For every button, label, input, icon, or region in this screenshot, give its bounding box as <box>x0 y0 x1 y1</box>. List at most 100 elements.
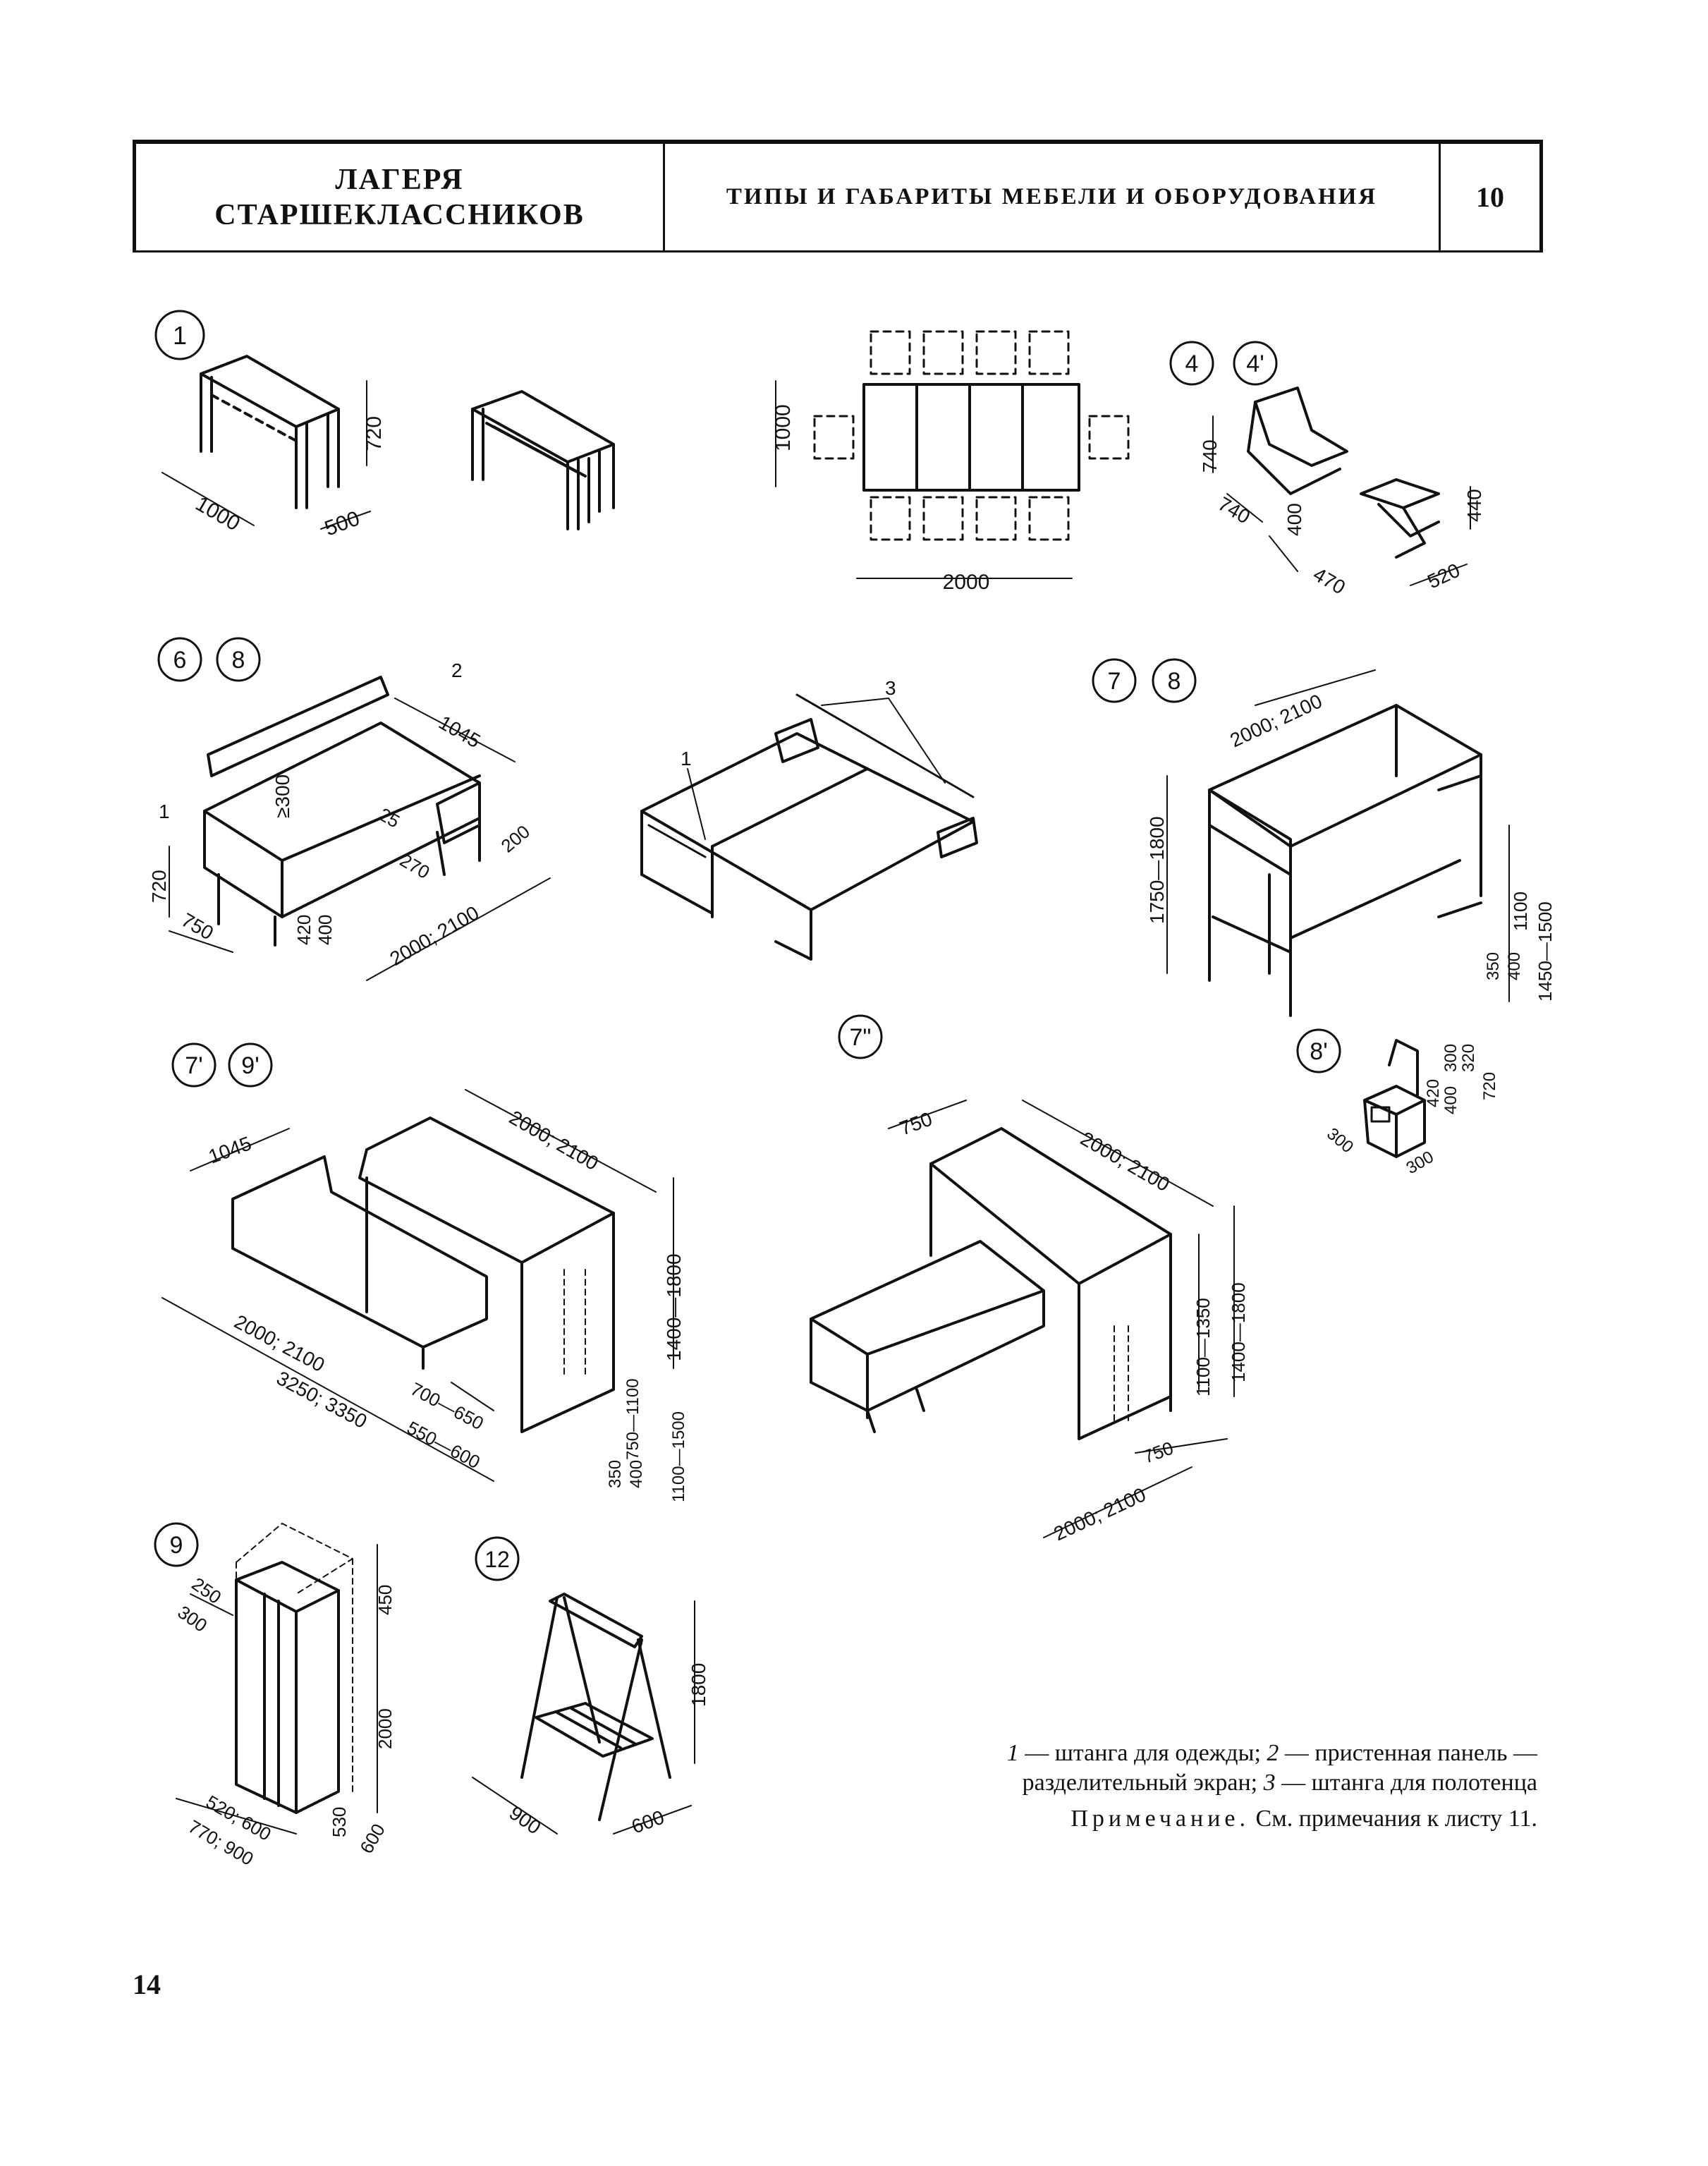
dim-bed-400: 400 <box>315 915 336 945</box>
l-shaped-bunk-2: 7" 750 2000; 2100 1100—1350 1400—1800 75… <box>810 1014 1249 1545</box>
item-marker-4 <box>1169 341 1214 386</box>
l-shaped-bunk-1: 7' 9' 1045 2000; 2100 1400—1800 2000; 21… <box>161 1042 688 1502</box>
dim-bunk-1750: 1750—1800 <box>1146 816 1168 924</box>
dim-l1-350: 350 <box>606 1460 625 1488</box>
dim-chair-470: 470 <box>1310 563 1349 598</box>
item-marker-8b <box>1152 658 1197 703</box>
item-label-1: 1 <box>173 321 187 350</box>
dim-ns-300b: 300 <box>1323 1124 1357 1157</box>
clothes-rack: 12 1800 900 600 <box>472 1536 709 1839</box>
dim-l2-1400: 1400—1800 <box>1228 1282 1249 1382</box>
dim-table-720: 720 <box>362 416 386 451</box>
item-label-8p: 8' <box>1310 1038 1327 1065</box>
table-dimensions: 1000 500 720 <box>161 380 386 541</box>
dim-r-900: 900 <box>506 1802 545 1839</box>
legend-t3: — штанга для полотенца <box>1275 1770 1537 1796</box>
legend-t2: — пристенная панель — <box>1279 1740 1537 1766</box>
legend-n1: 1 <box>1006 1740 1019 1766</box>
dim-ns-720: 720 <box>1480 1072 1499 1100</box>
dim-l2-2000: 2000; 2100 <box>1050 1483 1149 1545</box>
dim-l2-750top: 750 <box>896 1108 935 1140</box>
callout-1b: 1 <box>681 748 692 769</box>
item-marker-9 <box>154 1522 199 1567</box>
dim-bed-300: ≥300 <box>272 774 293 818</box>
item-label-12: 12 <box>484 1547 510 1572</box>
dim-table-500: 500 <box>322 506 362 540</box>
dim-l1-400: 400 <box>627 1460 646 1488</box>
page-number: 14 <box>133 1969 161 2000</box>
dim-l1-1100: 1100—1500 <box>669 1411 688 1502</box>
section-title-line1: ЛАГЕРЯ <box>335 163 464 196</box>
item-marker-7 <box>1092 658 1137 703</box>
dim-ns-300a: 300 <box>1441 1044 1460 1072</box>
item-marker-7pp <box>838 1014 883 1059</box>
dim-l2-750: 750 <box>1140 1437 1176 1468</box>
note: Примечание. См. примечания к листу 11. <box>917 1806 1537 1832</box>
item-label-4p: 4' <box>1246 351 1264 377</box>
legend-n3: 3 <box>1263 1770 1276 1796</box>
dining-table-plan: 1000 2000 <box>771 330 1130 594</box>
dim-stool-520: 520 <box>1424 559 1463 593</box>
dim-ns-400: 400 <box>1441 1086 1460 1114</box>
dim-ns-420: 420 <box>1424 1079 1443 1107</box>
dim-l1-1045: 1045 <box>205 1132 254 1167</box>
item-label-4: 4 <box>1185 351 1199 377</box>
item-marker-4p <box>1233 341 1278 386</box>
item-marker-8p <box>1296 1028 1341 1073</box>
dim-dining-2000: 2000 <box>943 571 990 594</box>
dim-r-1800: 1800 <box>688 1663 709 1707</box>
item-label-8a: 8 <box>232 647 245 674</box>
double-bed: 3 1 <box>640 677 978 961</box>
legend-n2: 2 <box>1267 1740 1279 1766</box>
dim-w-250: 250 <box>188 1573 226 1607</box>
dim-w-450: 450 <box>374 1585 396 1615</box>
note-text: См. примечания к листу 11. <box>1250 1806 1537 1832</box>
dim-chair-740b: 740 <box>1214 492 1254 528</box>
dim-ns-320: 320 <box>1459 1044 1478 1072</box>
section-title-line2: СТАРШЕКЛАССНИКОВ <box>214 198 585 231</box>
legend-t1: — штанга для одежды; <box>1018 1740 1267 1766</box>
table-drawing: 1 <box>154 310 615 530</box>
dim-l1-3250: 3250; 3350 <box>273 1367 370 1432</box>
dim-bed-750: 750 <box>178 908 217 944</box>
callout-2: 2 <box>451 659 463 681</box>
item-label-7: 7 <box>1108 668 1121 695</box>
callout-3: 3 <box>885 677 896 699</box>
legend-t2b: разделительный экран; <box>1022 1770 1264 1796</box>
dim-r-600: 600 <box>628 1806 667 1838</box>
item-marker-12 <box>475 1536 520 1581</box>
note-label: Примечание. <box>1070 1806 1250 1832</box>
bunk-bed: 7 8 2000; 2100 1750—1800 1100 1450—1500 … <box>1092 658 1556 1017</box>
item-label-9p: 9' <box>241 1052 259 1079</box>
dim-bed-1045: 1045 <box>435 711 484 752</box>
callout-1: 1 <box>159 801 170 822</box>
bedside-table: 8' 420 300 400 320 720 300 300 <box>1296 1028 1499 1178</box>
sheet-title: ТИПЫ И ГАБАРИТЫ МЕБЕЛИ И ОБОРУДОВАНИЯ <box>665 144 1441 250</box>
dim-bed-2000: 2000; 2100 <box>386 901 483 970</box>
dim-bed-270: 270 <box>396 849 434 883</box>
dim-l1-1400: 1400—1800 <box>663 1253 685 1361</box>
dim-chair-400: 400 <box>1283 503 1305 536</box>
item-label-8b: 8 <box>1168 668 1181 695</box>
chair-and-stool: 4 4' 740 740 400 470 440 520 <box>1169 341 1485 599</box>
legend-line2: разделительный экран; 3 — штанга для пол… <box>917 1768 1537 1798</box>
item-label-7p: 7' <box>185 1052 202 1079</box>
item-label-6: 6 <box>173 647 187 674</box>
dim-bed-25: 25 <box>375 803 403 832</box>
dim-bed-200: 200 <box>497 821 535 857</box>
section-title: ЛАГЕРЯ СТАРШЕКЛАССНИКОВ <box>136 144 665 250</box>
dim-l2-1100: 1100—1350 <box>1192 1298 1214 1397</box>
bed-with-panel: 6 8 2 1 1045 ≥300 25 270 200 720 750 420… <box>148 637 551 981</box>
dim-bunk-1500: 1450—1500 <box>1535 901 1556 1002</box>
item-label-9: 9 <box>170 1532 183 1559</box>
dim-bed-420: 420 <box>293 915 315 945</box>
dim-w-2000: 2000 <box>374 1708 396 1749</box>
dim-w-530: 530 <box>329 1807 350 1837</box>
item-marker-9p <box>228 1042 273 1088</box>
dim-l1-750: 750—1100 <box>623 1378 642 1460</box>
item-marker-8a <box>216 637 261 682</box>
dim-bed-720: 720 <box>148 870 170 903</box>
dim-bunk-1100: 1100 <box>1510 892 1531 931</box>
header-block: ЛАГЕРЯ СТАРШЕКЛАССНИКОВ ТИПЫ И ГАБАРИТЫ … <box>133 140 1543 253</box>
